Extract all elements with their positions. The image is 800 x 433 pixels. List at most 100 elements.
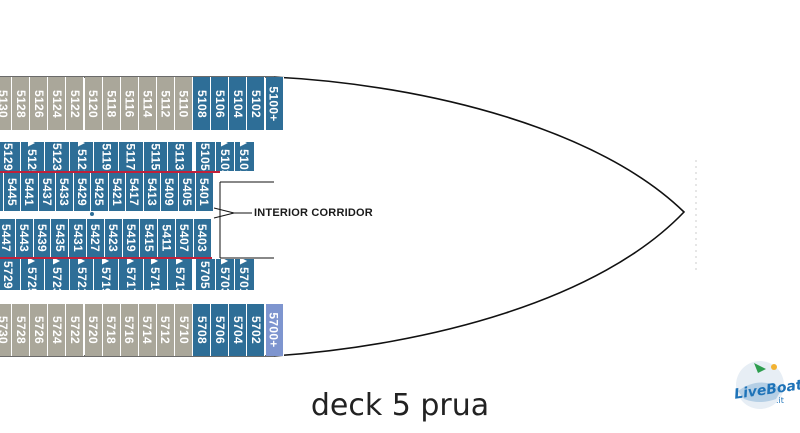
cabin-number: 5419 bbox=[124, 224, 138, 252]
cabin-number: 5729 bbox=[0, 260, 15, 289]
cabin-5437: 5437 bbox=[38, 173, 56, 211]
cabin-number: 5714 bbox=[140, 316, 155, 344]
cabin-5726: 5726 bbox=[30, 304, 49, 356]
cabin-number: 5120 bbox=[86, 89, 101, 118]
cabin-5122: 5122 bbox=[66, 77, 85, 130]
cabin-number: ▲5715 bbox=[148, 259, 163, 290]
cabin-5714: 5714 bbox=[138, 304, 157, 356]
cabin-number: 5116 bbox=[122, 89, 137, 118]
cabin-5126: 5126 bbox=[30, 77, 49, 130]
cabin-number: 5126 bbox=[31, 89, 46, 118]
cabin-5100+: 5100+ bbox=[265, 77, 284, 130]
cabin-5728: 5728 bbox=[12, 304, 31, 356]
cabin-5117: 5117 bbox=[119, 142, 144, 171]
cabin-5706: 5706 bbox=[211, 304, 230, 356]
cabin-5108: 5108 bbox=[193, 77, 212, 130]
cabin-5439: 5439 bbox=[33, 219, 52, 257]
cabin-5120: 5120 bbox=[84, 77, 103, 130]
cabin-5703: ▲5703 bbox=[215, 259, 235, 290]
cabin-5435: 5435 bbox=[51, 219, 70, 257]
cabin-number: 5423 bbox=[106, 224, 121, 252]
cabin-number: 5105 bbox=[198, 142, 213, 171]
cabin-5720: 5720 bbox=[84, 304, 103, 356]
cabin-5700+: 5700+ bbox=[265, 304, 284, 356]
cabin-number: 5411 bbox=[159, 224, 174, 252]
cabin-number: ▲5125 bbox=[25, 142, 40, 171]
cabin-5433: 5433 bbox=[56, 173, 74, 211]
cabin-number: 5415 bbox=[141, 224, 156, 252]
cabin-number: 5710 bbox=[176, 316, 191, 344]
cabin-5705: 5705 bbox=[196, 259, 216, 290]
cabin-number: 5100+ bbox=[267, 85, 282, 122]
cabin-5102: 5102 bbox=[247, 77, 266, 130]
cabin-5443: 5443 bbox=[15, 219, 34, 257]
cabin-number: ▲5103 bbox=[217, 142, 232, 171]
cabin-number: ▲5725 bbox=[25, 259, 40, 290]
cabin-number: 5119 bbox=[99, 142, 114, 171]
cabin-number: 5413 bbox=[144, 178, 159, 206]
cabin-5715: ▲5715 bbox=[143, 259, 169, 290]
cabin-5431: 5431 bbox=[69, 219, 87, 257]
cabin-number: 5124 bbox=[49, 89, 64, 118]
cabin-number: 5421 bbox=[109, 178, 124, 206]
cabin-5415: 5415 bbox=[140, 219, 159, 257]
cabin-number: 5110 bbox=[176, 89, 191, 118]
cabin-number: 5449 bbox=[0, 178, 1, 206]
cabin-5409: 5409 bbox=[161, 173, 179, 211]
cabin-number: 5433 bbox=[57, 178, 72, 206]
cabin-number: 5730 bbox=[0, 316, 10, 344]
cabin-5104: 5104 bbox=[229, 77, 248, 130]
cabin-number: ▲5121 bbox=[74, 142, 89, 171]
cabin-number: 5716 bbox=[122, 316, 137, 344]
cabin-number: 5118 bbox=[104, 89, 119, 118]
cabin-number: 5114 bbox=[140, 89, 155, 118]
cabin-5449: 5449 bbox=[0, 173, 4, 211]
cabin-number: 5409 bbox=[162, 178, 177, 206]
cabin-5403: 5403 bbox=[193, 219, 212, 257]
cabin-5121: ▲5121 bbox=[69, 142, 95, 171]
cabin-5101: ▲5101 bbox=[235, 142, 255, 171]
cabin-5130: 5130 bbox=[0, 77, 13, 130]
cabin-5427: 5427 bbox=[87, 219, 105, 257]
cabin-5717: ▲5717 bbox=[119, 259, 144, 290]
cabin-number: ▲5101 bbox=[237, 142, 252, 171]
cabin-5722: 5722 bbox=[66, 304, 85, 356]
cabin-number: 5700+ bbox=[267, 312, 282, 348]
cabin-5119: 5119 bbox=[94, 142, 119, 171]
deck-caption: deck 5 prua bbox=[310, 388, 490, 423]
cabin-number: 5407 bbox=[177, 224, 192, 252]
cabin-5701: ▲5701 bbox=[235, 259, 255, 290]
cabin-number: 5708 bbox=[194, 316, 209, 344]
cabin-number: 5102 bbox=[248, 89, 263, 118]
cabin-5106: 5106 bbox=[211, 77, 230, 130]
cabin-5128: 5128 bbox=[12, 77, 31, 130]
cabin-number: 5728 bbox=[13, 316, 28, 344]
cabin-5129: 5129 bbox=[0, 142, 21, 171]
cabin-number: 5705 bbox=[198, 260, 213, 289]
cabin-5441: 5441 bbox=[21, 173, 39, 211]
cabin-5123: 5123 bbox=[45, 142, 70, 171]
cabin-5719: ▲5719 bbox=[94, 259, 119, 290]
cabin-5708: 5708 bbox=[193, 304, 212, 356]
cabin-number: 5104 bbox=[230, 89, 245, 118]
cabin-number: ▲5701 bbox=[237, 259, 252, 290]
cabin-number: 5113 bbox=[172, 142, 187, 171]
cabin-5114: 5114 bbox=[138, 77, 157, 130]
cabin-5124: 5124 bbox=[48, 77, 67, 130]
cabin-number: 5443 bbox=[17, 224, 32, 252]
cabin-number: 5128 bbox=[13, 89, 28, 118]
cabin-5421: 5421 bbox=[108, 173, 126, 211]
cabin-5730: 5730 bbox=[0, 304, 13, 356]
cabin-5723: ▲5723 bbox=[45, 259, 70, 290]
cabin-5718: 5718 bbox=[102, 304, 121, 356]
cabin-number: 5437 bbox=[39, 178, 54, 206]
cabin-number: 5427 bbox=[88, 224, 103, 252]
cabin-5702: 5702 bbox=[247, 304, 266, 356]
cabin-number: 5712 bbox=[158, 316, 173, 344]
cabin-5724: 5724 bbox=[48, 304, 67, 356]
cabin-5725: ▲5725 bbox=[20, 259, 46, 290]
cabin-5113: 5113 bbox=[168, 142, 193, 171]
cabin-5405: 5405 bbox=[178, 173, 196, 211]
cabin-5413: 5413 bbox=[143, 173, 161, 211]
